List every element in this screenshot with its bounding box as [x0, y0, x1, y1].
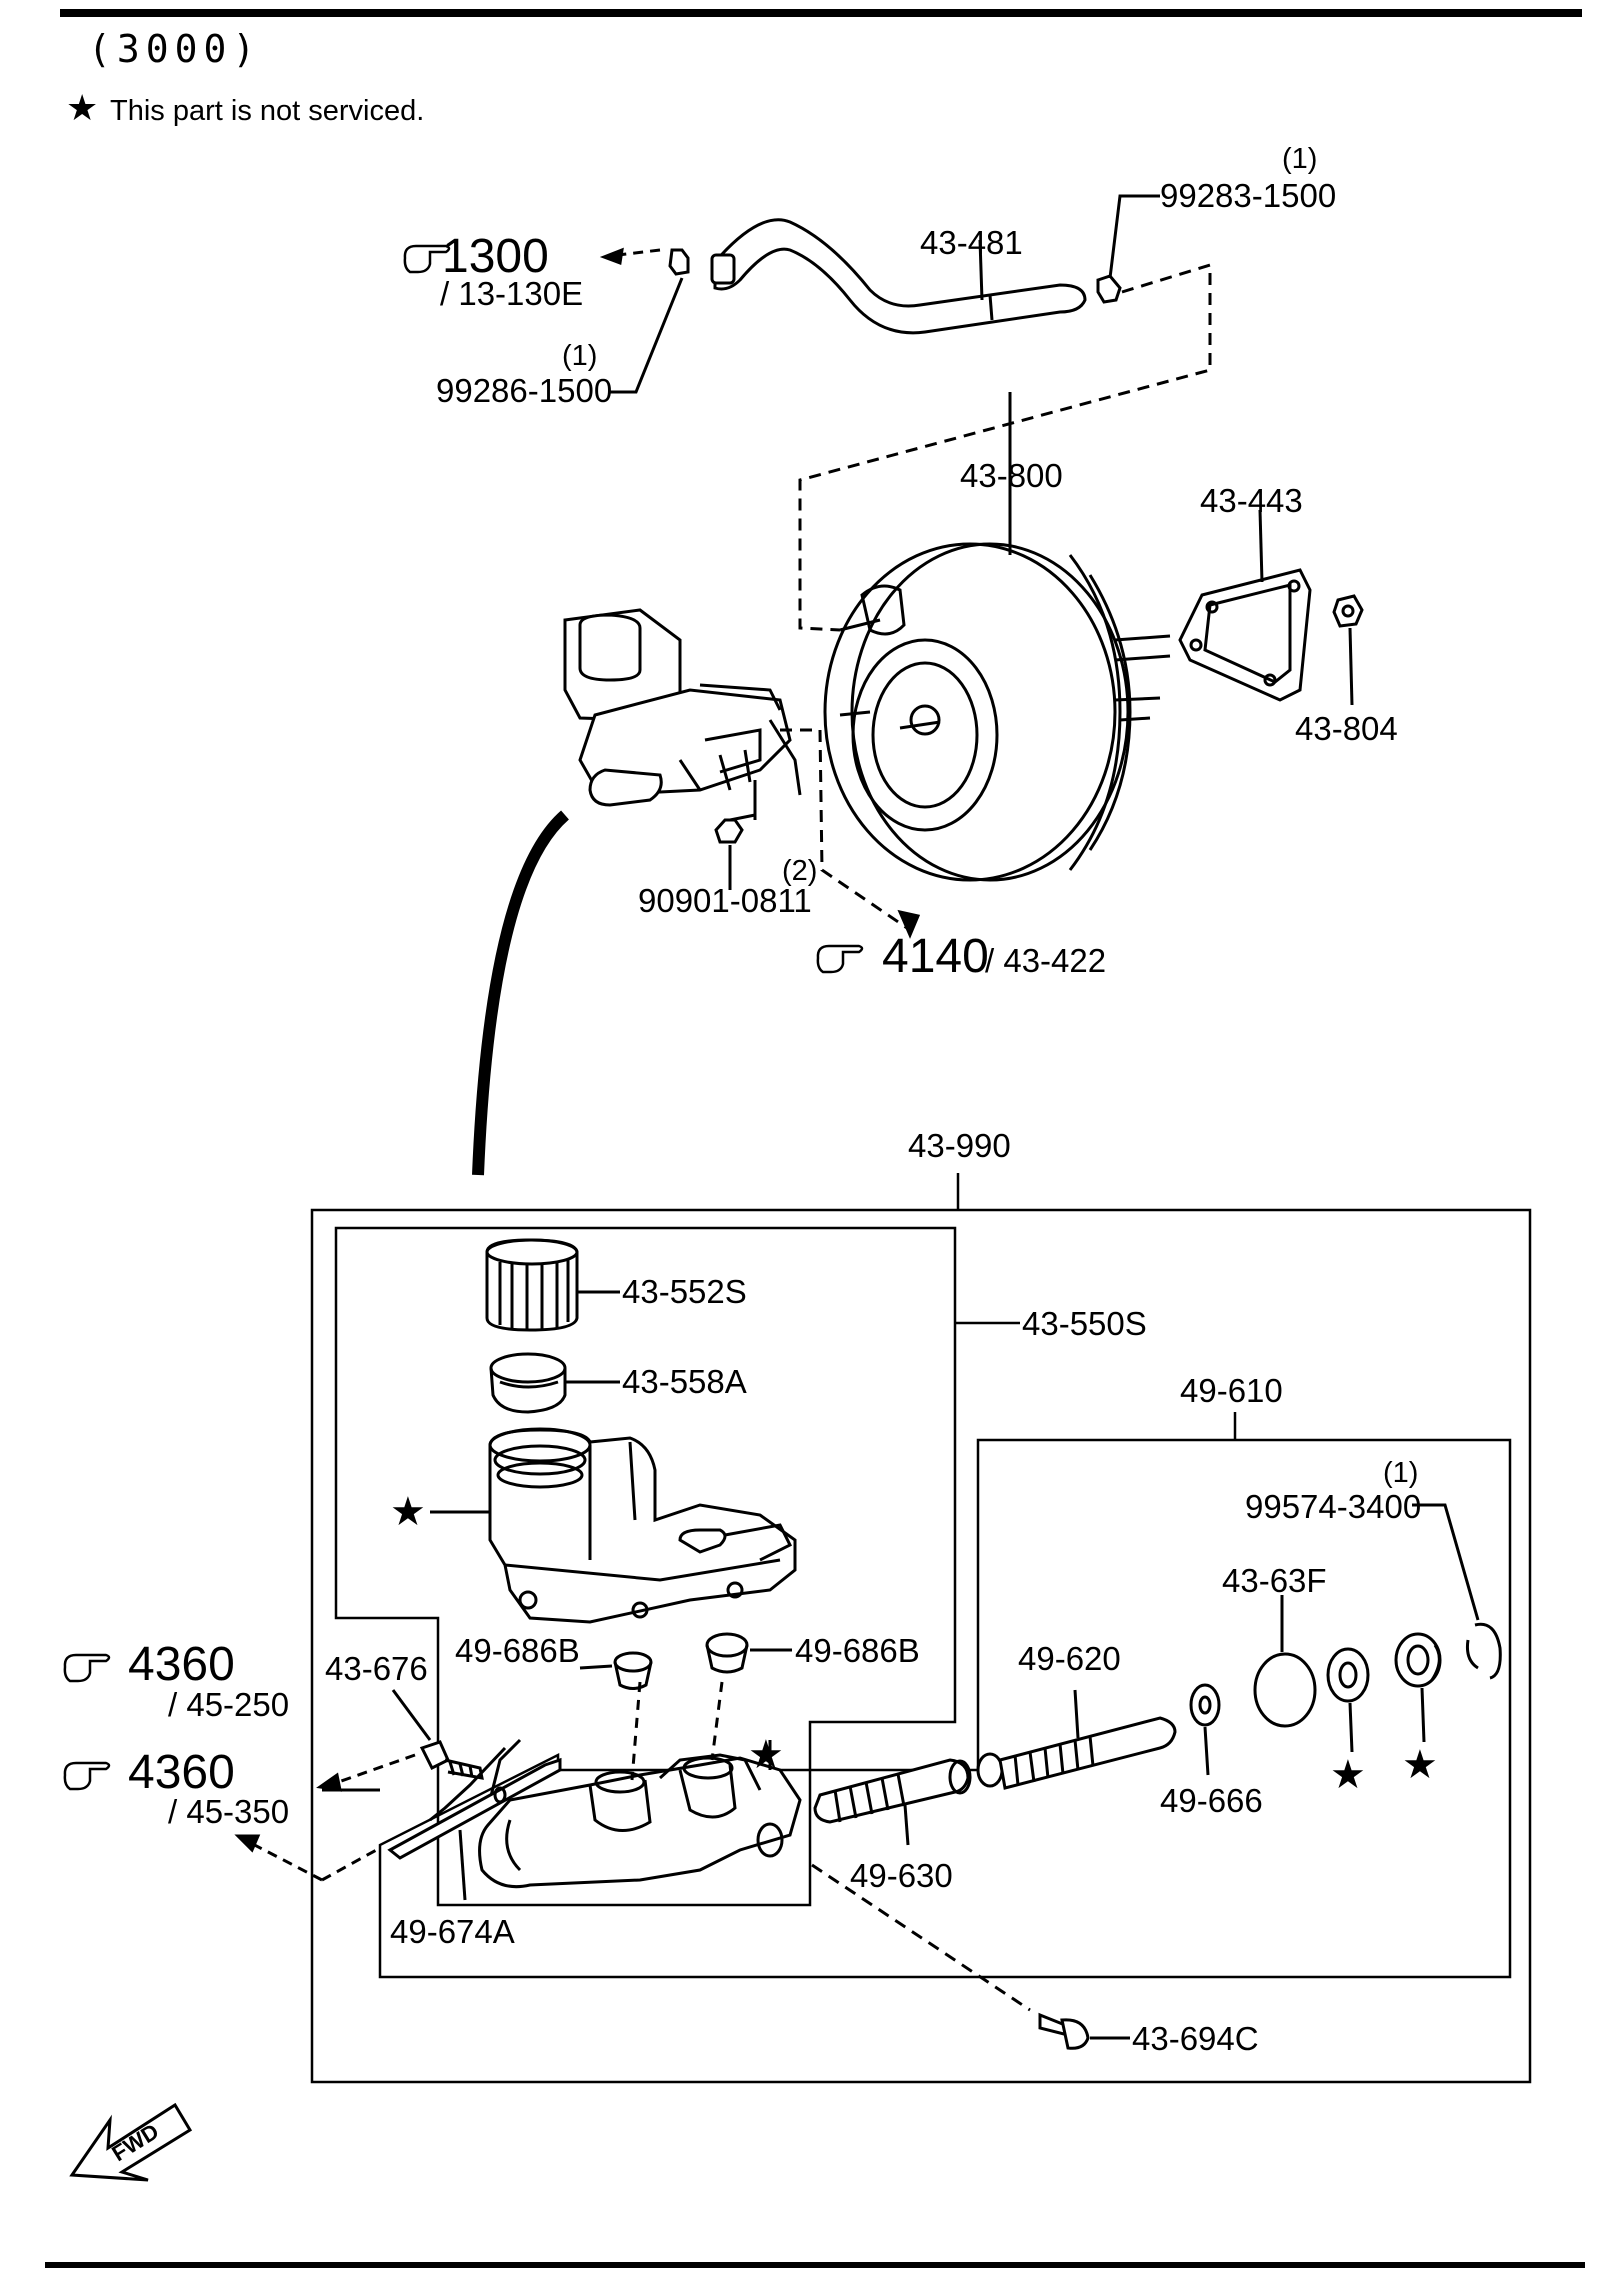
- star-icon: ★: [1402, 1743, 1438, 1787]
- label-99283-1500: 99283-1500: [1160, 177, 1336, 214]
- label-43-550S: 43-550S: [1022, 1305, 1147, 1342]
- label-43-443: 43-443: [1200, 482, 1303, 519]
- pointing-hand-icon: [816, 944, 864, 974]
- label-49-620: 49-620: [1018, 1640, 1121, 1677]
- piston-49-630: [813, 1758, 972, 1846]
- screw-43-694C: [811, 1863, 1130, 2050]
- kit-boxes: [310, 1173, 1532, 2084]
- bolt-43-676: [316, 1689, 507, 1822]
- ref-4360a-number: 4360: [128, 1638, 235, 1691]
- star-icon: ★: [66, 87, 98, 128]
- top-rule: [60, 9, 1582, 17]
- reservoir-cap-43-552S: [485, 1238, 620, 1332]
- pointing-hand-icon: [403, 244, 451, 274]
- label-43-63F: 43-63F: [1222, 1562, 1327, 1599]
- qty-99286: (1): [562, 340, 597, 372]
- seal-ring-right: [1394, 1632, 1442, 1743]
- label-43-694C: 43-694C: [1132, 2020, 1259, 2057]
- master-cylinder-assembled: [563, 608, 921, 939]
- star-icon: ★: [1330, 1753, 1366, 1797]
- ref-4360b-sub: / 45-350: [168, 1793, 289, 1830]
- vacuum-hose-group: [599, 194, 1212, 632]
- label-49-630: 49-630: [850, 1857, 953, 1894]
- seal-43-558A: [489, 1352, 620, 1414]
- gasket-43-443: [1178, 509, 1312, 702]
- label-49-674A: 49-674A: [390, 1913, 515, 1950]
- star-icon: ★: [748, 1733, 784, 1777]
- star-icon: ★: [390, 1490, 426, 1534]
- label-49-666: 49-666: [1160, 1782, 1263, 1819]
- clip-49-674A: [234, 1757, 562, 1901]
- snap-ring-99574: [1412, 1503, 1502, 1680]
- label-49-686B-right: 49-686B: [795, 1632, 920, 1669]
- nut-43-804: [1332, 594, 1364, 706]
- section-code: (3000): [88, 27, 261, 71]
- grommet-49-686B-left: [579, 1651, 653, 1690]
- ref-4140-number: 4140: [882, 930, 989, 983]
- label-49-610: 49-610: [1180, 1372, 1283, 1409]
- ref-1300-sub: / 13-130E: [440, 275, 583, 312]
- label-43-804: 43-804: [1295, 710, 1398, 747]
- piston-49-620: [976, 1689, 1177, 1790]
- seal-ring-left: [1326, 1647, 1370, 1753]
- legend-note: This part is not serviced.: [110, 95, 424, 127]
- label-43-552S: 43-552S: [622, 1273, 747, 1310]
- qty-99574: (1): [1383, 1457, 1418, 1489]
- connector-curve: [472, 810, 570, 1176]
- grommet-49-686B-right: [705, 1632, 792, 1674]
- label-99574-3400: 99574-3400: [1245, 1488, 1421, 1525]
- pointing-hand-icon: [63, 1653, 111, 1683]
- label-43-800: 43-800: [960, 457, 1063, 494]
- qty-99283: (1): [1282, 143, 1317, 175]
- ref-4360b-number: 4360: [128, 1746, 235, 1799]
- washer-49-666: [1189, 1683, 1221, 1776]
- label-43-990: 43-990: [908, 1127, 1011, 1164]
- bottom-rule: [45, 2262, 1585, 2268]
- seal-43-63F: [1253, 1595, 1317, 1728]
- label-43-676: 43-676: [325, 1650, 428, 1687]
- cylinder-body: [478, 1681, 802, 1889]
- ref-4140-sub: / 43-422: [985, 942, 1106, 979]
- label-49-686B-left: 49-686B: [455, 1632, 580, 1669]
- reservoir-body: [430, 1427, 797, 1624]
- brake-booster: [823, 392, 1171, 882]
- label-90901-0811: 90901-0811: [638, 882, 812, 919]
- pointing-hand-icon: [63, 1761, 111, 1791]
- label-43-558A: 43-558A: [622, 1363, 747, 1400]
- qty-90901: (2): [782, 855, 817, 887]
- ref-4360a-sub: / 45-250: [168, 1686, 289, 1723]
- label-99286-1500: 99286-1500: [436, 372, 612, 409]
- label-43-481: 43-481: [920, 224, 1023, 261]
- fwd-arrow-icon: [69, 2102, 193, 2182]
- ref-1300-number: 1300: [442, 230, 549, 283]
